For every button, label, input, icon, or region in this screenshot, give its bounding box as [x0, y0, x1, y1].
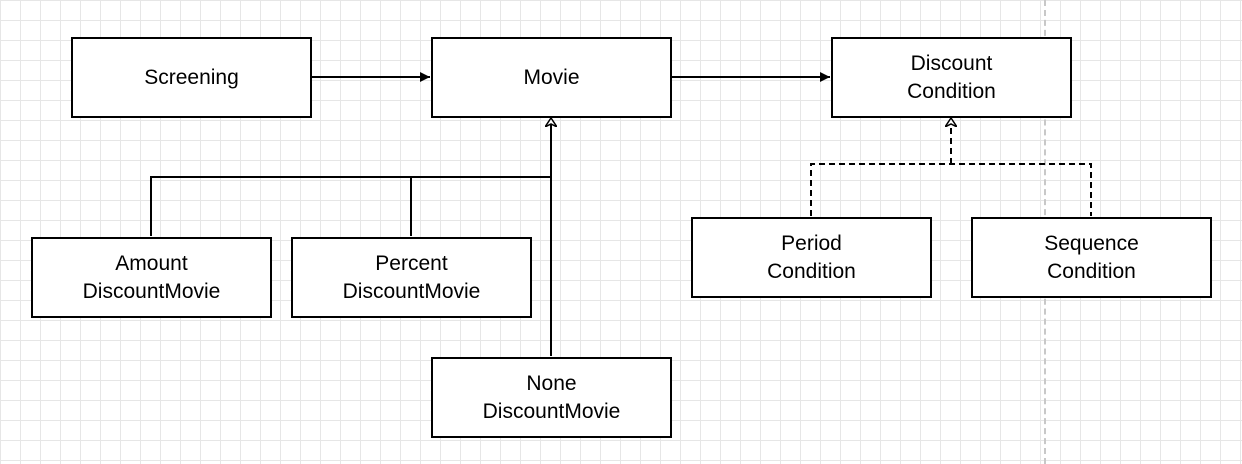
node-discount-condition-label: Discount Condition [907, 51, 996, 103]
node-discount-condition[interactable]: Discount Condition [831, 37, 1072, 118]
edge-period-condition-to-discount-condition [810, 163, 1092, 216]
node-percent-discount-movie[interactable]: Percent DiscountMovie [291, 237, 532, 318]
node-percent-discount-movie-label: Percent DiscountMovie [342, 251, 481, 303]
node-amount-discount-movie-label: Amount DiscountMovie [82, 251, 221, 303]
node-amount-discount-movie[interactable]: Amount DiscountMovie [31, 237, 272, 318]
node-period-condition-label: Period Condition [767, 231, 856, 283]
node-sequence-condition[interactable]: Sequence Condition [971, 217, 1212, 298]
node-movie-label: Movie [523, 65, 580, 89]
node-none-discount-movie[interactable]: None DiscountMovie [431, 357, 672, 438]
node-screening[interactable]: Screening [71, 37, 312, 118]
node-period-condition[interactable]: Period Condition [691, 217, 932, 298]
node-sequence-condition-label: Sequence Condition [1044, 231, 1139, 283]
node-screening-label: Screening [144, 65, 239, 89]
node-none-discount-movie-label: None DiscountMovie [482, 371, 621, 423]
node-movie[interactable]: Movie [431, 37, 672, 118]
edge-amount-discount-movie-to-movie [150, 176, 551, 236]
